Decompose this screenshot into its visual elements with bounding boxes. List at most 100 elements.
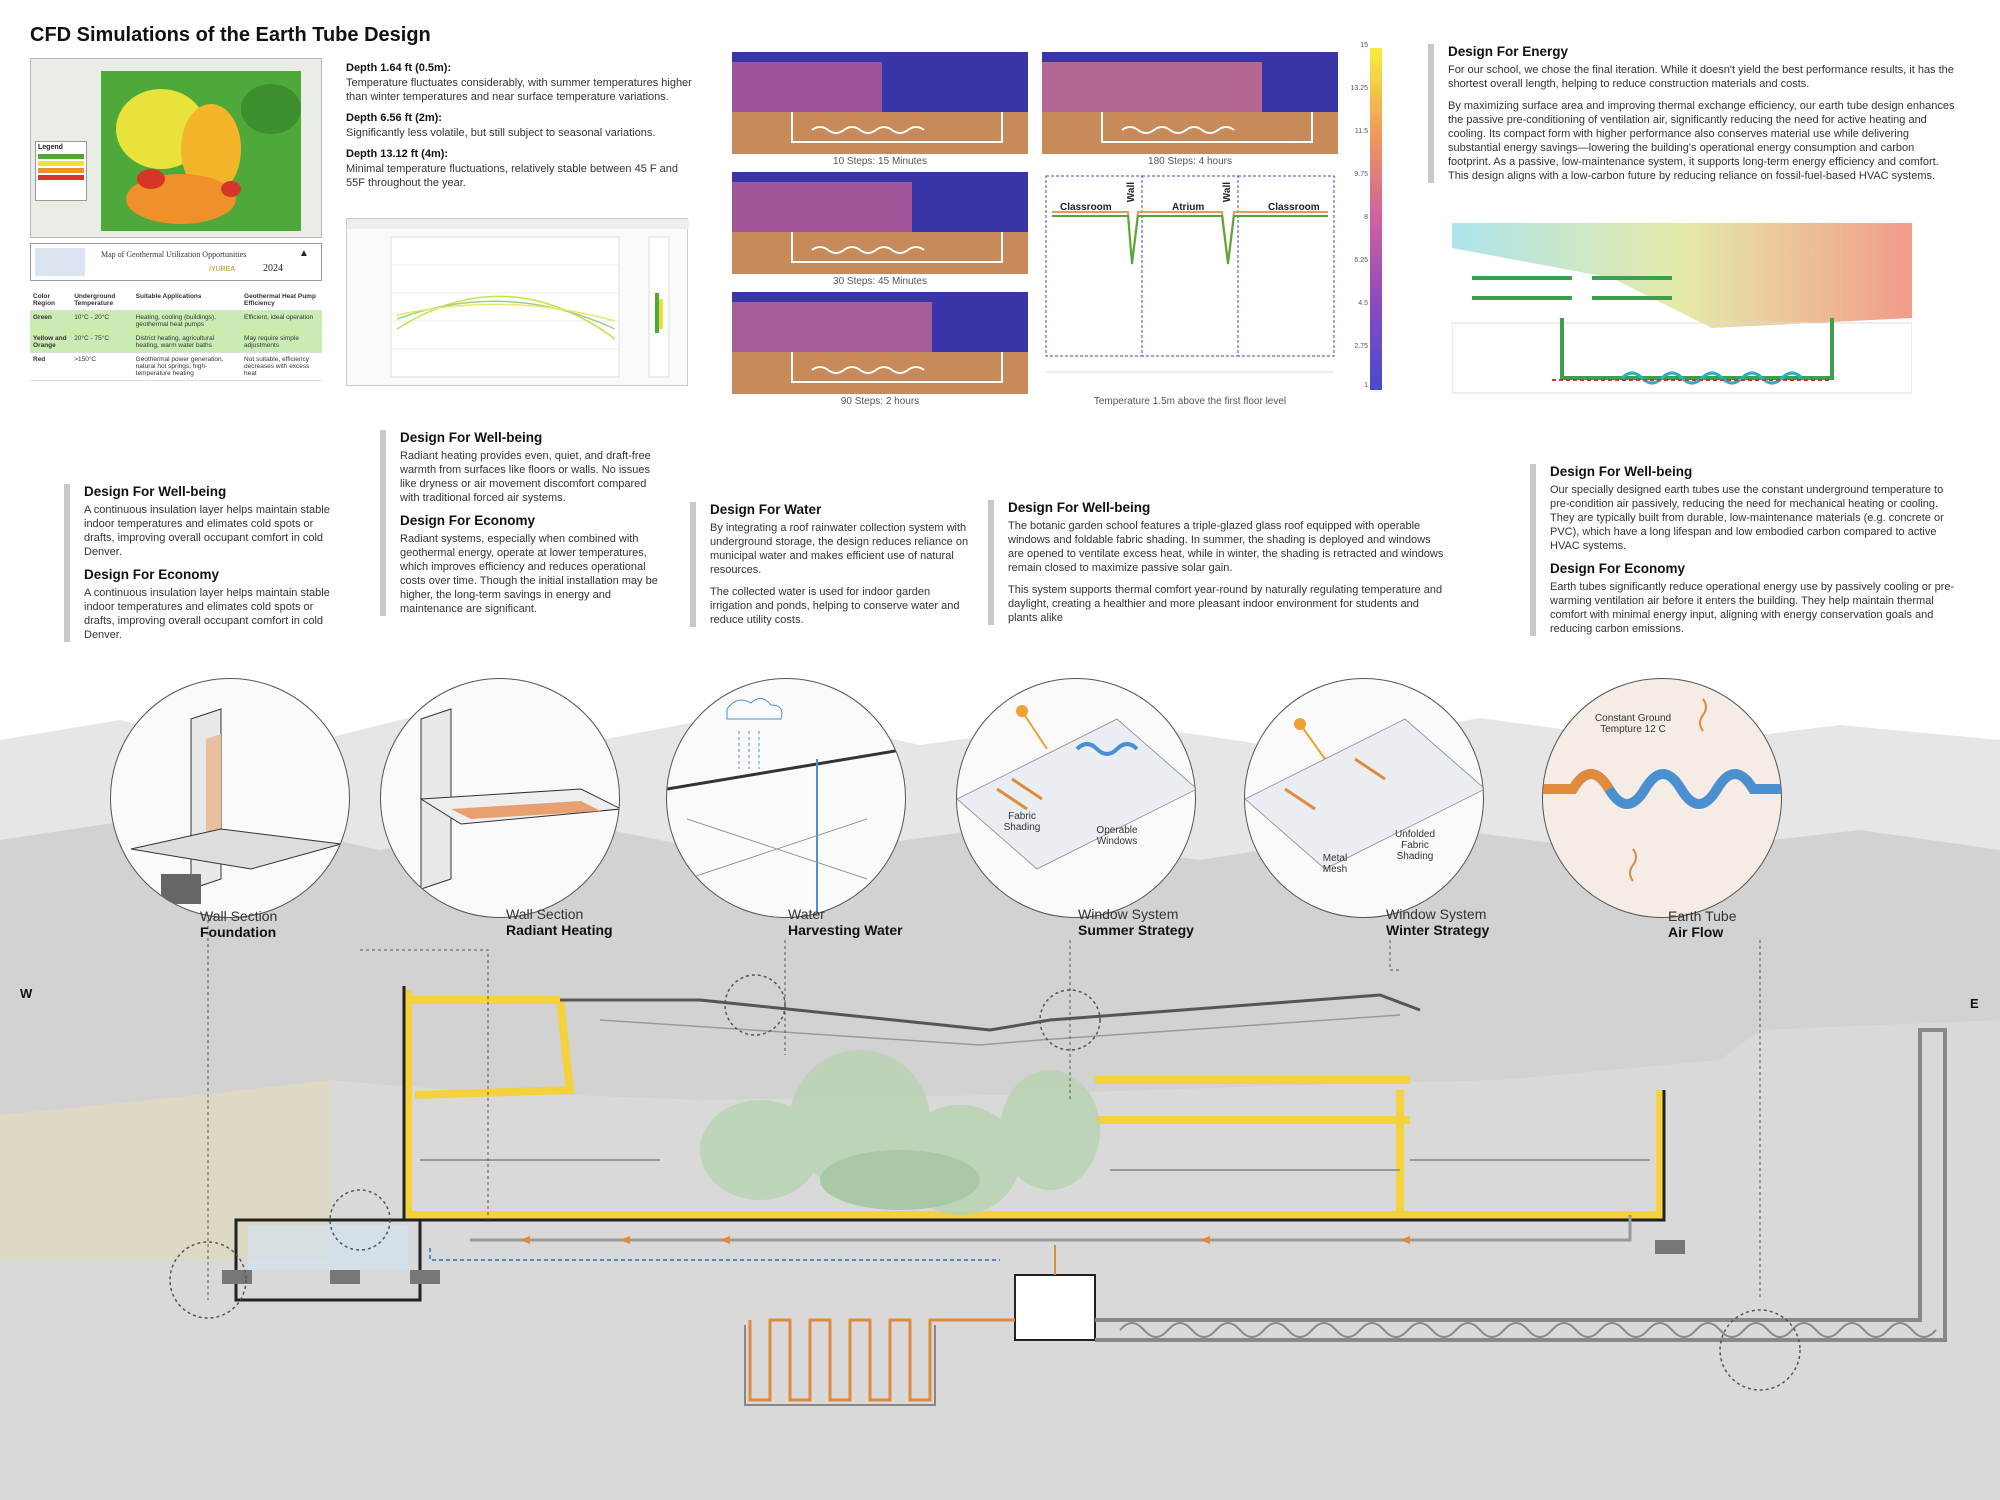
detail-label-line2: Foundation — [200, 924, 277, 940]
note-fabric-shading: Fabric Shading — [1003, 811, 1041, 833]
block1-text-wellbeing: A continuous insulation layer helps main… — [84, 504, 330, 558]
detail-label-line2: Summer Strategy — [1078, 922, 1194, 938]
detail-label-line1: Window System — [1386, 906, 1487, 922]
geothermal-map: Legend — [30, 58, 322, 238]
detail-circle-water — [666, 678, 906, 918]
th-color: Color Region — [30, 290, 72, 311]
detail-circle-summer: Fabric Shading Operable Windows — [956, 678, 1196, 918]
scale-tick: 6.25 — [1354, 257, 1368, 264]
table-row: Yellow and Orange 20°C - 75°C District h… — [30, 331, 322, 353]
cfd-sim-180-steps — [1042, 52, 1338, 154]
map-legend-title: Legend — [38, 144, 63, 151]
cell: May require simple adjustments — [241, 331, 322, 353]
legend-swatch-red — [38, 175, 84, 180]
cell: Red — [30, 352, 72, 381]
compass-east: E — [1970, 996, 1979, 1011]
inset-map — [35, 248, 85, 276]
cell: 10°C - 20°C — [71, 310, 133, 332]
temperature-profile-chart: Classroom Wall Atrium Wall Classroom — [1042, 172, 1338, 394]
detail-circle-earth-tube: Constant Ground Tempture 12 C — [1542, 678, 1782, 918]
compass-west: W — [20, 986, 33, 1001]
north-arrow-icon: ▲ — [299, 248, 309, 259]
scale-tick: 2.75 — [1354, 343, 1368, 350]
detail-label-line2: Harvesting Water — [788, 922, 903, 938]
block4-text-2: This system supports thermal comfort yea… — [1008, 584, 1443, 624]
cfd-caption-4: 90 Steps: 2 hours — [840, 396, 920, 407]
detail-circle-winter: Metal Mesh Unfolded Fabric Shading — [1244, 678, 1484, 918]
energy-p1: For our school, we chose the final itera… — [1448, 64, 1954, 90]
zone-label-classroom-2: Classroom — [1268, 202, 1320, 213]
detail-label-radiant: Wall Section Radiant Heating — [506, 906, 613, 938]
block1-heading-economy: Design For Economy — [84, 567, 220, 582]
soil-temperature-chart — [346, 218, 689, 386]
cfd-scale-ticks: 15 13.25 11.5 9.75 8 6.25 4.5 2.75 1 — [1350, 42, 1368, 394]
detail-label-line2: Air Flow — [1668, 924, 1724, 940]
energy-heading: Design For Energy — [1448, 44, 1569, 59]
scale-tick: 13.25 — [1350, 85, 1368, 92]
th-apps: Suitable Applications — [132, 290, 242, 311]
zone-label-atrium: Atrium — [1172, 202, 1205, 213]
detail-label-line1: Earth Tube — [1668, 908, 1737, 924]
zone-label-wall-1: Wall — [1126, 182, 1137, 203]
map-legend: Legend — [35, 141, 87, 201]
cell: Geothermal power generation, natural hot… — [132, 352, 242, 381]
detail-label-winter: Window System Winter Strategy — [1386, 906, 1489, 938]
table-row: Green 10°C - 20°C Heating, cooling (buil… — [30, 310, 322, 332]
cfd-sim-30-steps — [732, 172, 1028, 274]
cell: Efficient, ideal operation — [241, 310, 322, 332]
block3-heading-water: Design For Water — [710, 502, 822, 517]
scale-tick: 1 — [1364, 382, 1368, 389]
depth-1-text: Temperature fluctuates considerably, wit… — [346, 77, 692, 103]
depth-notes: Depth 1.64 ft (0.5m): Temperature fluctu… — [346, 62, 696, 198]
table-row: Red >150°C Geothermal power generation, … — [30, 352, 322, 381]
note-unfolded-shading: Unfolded Fabric Shading — [1394, 829, 1436, 862]
cfd-sim-10-steps — [732, 52, 1028, 154]
block4-text-1: The botanic garden school features a tri… — [1008, 520, 1444, 574]
text-block-window: Design For Well-being The botanic garden… — [988, 500, 1448, 625]
block5-heading-wellbeing: Design For Well-being — [1550, 464, 1693, 479]
earth-tube-airflow-sim — [1451, 218, 1913, 396]
legend-swatch-green — [38, 154, 84, 159]
detail-label-line1: Wall Section — [506, 906, 584, 922]
zone-label-classroom-1: Classroom — [1060, 202, 1112, 213]
cfd-color-scale — [1370, 48, 1382, 390]
block5-text-economy: Earth tubes significantly reduce operati… — [1550, 581, 1955, 635]
block3-text-1: By integrating a roof rainwater collecti… — [710, 522, 969, 576]
detail-label-earth-tube: Earth Tube Air Flow — [1668, 908, 1737, 940]
cell: Green — [30, 310, 72, 332]
block5-heading-economy: Design For Economy — [1550, 561, 1686, 576]
th-eff: Geothermal Heat Pump Efficiency — [241, 290, 322, 311]
note-ground-temp: Constant Ground Tempture 12 C — [1594, 713, 1672, 735]
cell: Yellow and Orange — [30, 331, 72, 353]
text-block-earth-tube: Design For Well-being Our specially desi… — [1530, 464, 1960, 636]
block2-heading-wellbeing: Design For Well-being — [400, 430, 543, 445]
scale-tick: 8 — [1364, 214, 1368, 221]
cell: >150°C — [71, 352, 133, 381]
map-year: 2024 — [263, 263, 283, 274]
detail-label-foundation: Wall Section Foundation — [200, 908, 277, 940]
map-caption-bar: Map of Geothermal Utilization Opportunit… — [30, 243, 322, 281]
depth-3-heading: Depth 13.12 ft (4m): — [346, 148, 449, 160]
detail-label-line1: Window System — [1078, 906, 1179, 922]
cell: 20°C - 75°C — [71, 331, 133, 353]
scale-tick: 9.75 — [1354, 171, 1368, 178]
cfd-sim-90-steps — [732, 292, 1028, 394]
detail-label-line1: Wall Section — [200, 908, 278, 924]
depth-2-text: Significantly less volatile, but still s… — [346, 127, 656, 139]
cfd-caption-2: 180 Steps: 4 hours — [1148, 156, 1232, 167]
text-block-foundation: Design For Well-being A continuous insul… — [64, 484, 334, 642]
cell: Heating, cooling (buildings), geothermal… — [132, 310, 242, 332]
detail-circle-foundation — [110, 678, 350, 918]
map-brand: IYUREA — [209, 266, 236, 273]
geothermal-table: Color Region Underground Temperature Sui… — [30, 290, 322, 381]
block2-text-economy: Radiant systems, especially when combine… — [400, 533, 658, 615]
cfd-caption-1: 10 Steps: 15 Minutes — [833, 156, 927, 167]
block1-heading-wellbeing: Design For Well-being — [84, 484, 227, 499]
cell: Not suitable, efficiency decreases with … — [241, 352, 322, 381]
block5-text-wellbeing: Our specially designed earth tubes use t… — [1550, 484, 1944, 552]
scale-tick: 4.5 — [1358, 300, 1368, 307]
soil-temp-graphic — [347, 219, 689, 378]
geothermal-map-graphic — [31, 59, 321, 237]
block1-text-economy: A continuous insulation layer helps main… — [84, 587, 330, 641]
note-metal-mesh: Metal Mesh — [1322, 853, 1348, 875]
